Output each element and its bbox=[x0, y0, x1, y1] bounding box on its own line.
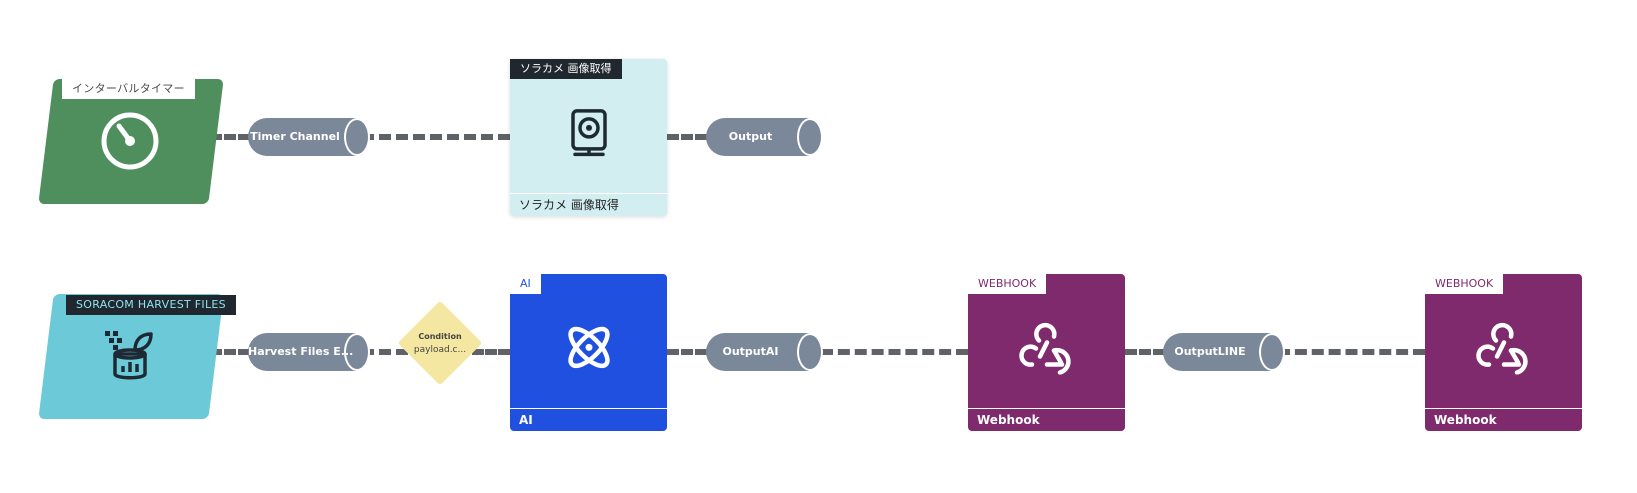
connector-channel-to-soracam bbox=[362, 134, 510, 140]
webhook-icon bbox=[1475, 320, 1533, 378]
atom-icon bbox=[561, 319, 617, 379]
webhook-2-tag: WEBHOOK bbox=[1425, 274, 1504, 294]
webhook-2-footer: Webhook bbox=[1425, 408, 1582, 431]
ai-footer: AI bbox=[510, 408, 667, 431]
soracam-tag: ソラカメ 画像取得 bbox=[510, 59, 622, 79]
connector-condition-to-ai bbox=[472, 349, 510, 355]
connector-harvest-to-channel bbox=[210, 349, 250, 355]
harvest-files-icon bbox=[103, 328, 157, 386]
output-line-channel[interactable]: OutputLINE bbox=[1163, 333, 1285, 371]
webhook-icon bbox=[1018, 320, 1076, 378]
timer-channel-label: Timer Channel bbox=[250, 130, 340, 143]
soracam-footer: ソラカメ 画像取得 bbox=[510, 193, 667, 216]
condition-label: Condition payload.c... bbox=[398, 331, 482, 357]
webhook-node-1[interactable]: WEBHOOK Webhook bbox=[968, 274, 1125, 431]
ai-node[interactable]: AI AI bbox=[510, 274, 667, 431]
condition-title: Condition bbox=[418, 332, 462, 341]
output-channel[interactable]: Output bbox=[706, 118, 823, 156]
webhook-1-tag: WEBHOOK bbox=[968, 274, 1047, 294]
timer-icon bbox=[100, 111, 160, 175]
connector-outputai-to-webhook bbox=[821, 349, 968, 355]
camera-icon bbox=[569, 108, 609, 160]
connector-timer-to-channel bbox=[210, 134, 250, 140]
timer-channel[interactable]: Timer Channel bbox=[248, 118, 370, 156]
webhook-node-2[interactable]: WEBHOOK Webhook bbox=[1425, 274, 1582, 431]
connector-ai-to-outputai bbox=[667, 349, 707, 355]
output-channel-label: Output bbox=[728, 130, 773, 143]
output-ai-channel[interactable]: OutputAI bbox=[706, 333, 823, 371]
harvest-files-channel-label: Harvest Files E... bbox=[248, 345, 354, 358]
webhook-1-footer: Webhook bbox=[968, 408, 1125, 431]
output-line-channel-label: OutputLINE bbox=[1174, 345, 1246, 358]
connector-outputline-to-webhook bbox=[1278, 349, 1425, 355]
connector-webhook-to-outputline bbox=[1125, 349, 1165, 355]
output-ai-channel-label: OutputAI bbox=[722, 345, 779, 358]
condition-expression: payload.c... bbox=[413, 345, 467, 355]
interval-timer-tag: インターバルタイマー bbox=[62, 79, 195, 99]
soracam-image-node[interactable]: ソラカメ 画像取得 ソラカメ 画像取得 bbox=[510, 59, 667, 216]
connector-channel-to-condition bbox=[362, 349, 408, 355]
ai-tag: AI bbox=[510, 274, 541, 294]
connector-soracam-to-output bbox=[667, 134, 707, 140]
harvest-files-tag: SORACOM HARVEST FILES bbox=[66, 295, 236, 315]
harvest-files-channel[interactable]: Harvest Files E... bbox=[248, 333, 370, 371]
